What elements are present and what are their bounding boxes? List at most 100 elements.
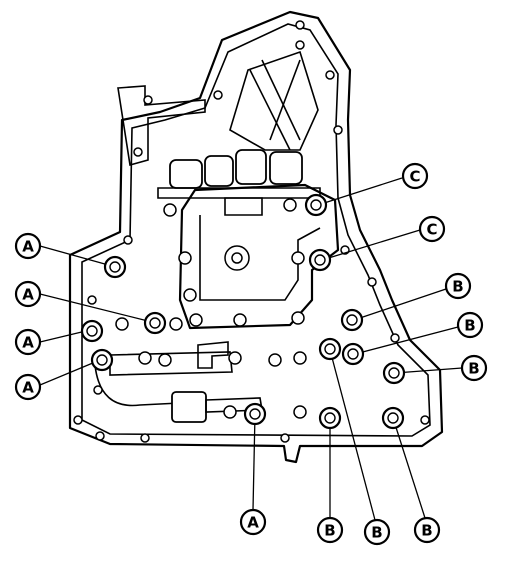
- callout-a1-letter: A: [22, 238, 34, 256]
- mounting-hole: [390, 333, 400, 343]
- callouts: A A A A A C C B: [14, 162, 488, 546]
- mounting-hole: [93, 385, 103, 395]
- solenoid-1: [169, 159, 203, 189]
- callout-a5: A: [239, 508, 267, 536]
- leader-b2: [354, 326, 459, 355]
- upper-left-bracket: [117, 85, 206, 167]
- callout-a5-letter: A: [247, 514, 259, 532]
- upper-linkage: [117, 50, 319, 167]
- callout-c2: C: [418, 215, 446, 243]
- leader-c2: [321, 229, 421, 261]
- linkage-bracket: [229, 50, 319, 151]
- bolt-b5: [318, 406, 342, 430]
- mounting-hole: [291, 251, 305, 265]
- mounting-hole: [189, 313, 203, 327]
- mounting-hole: [115, 317, 129, 331]
- mounting-hole: [223, 405, 237, 419]
- callout-a1: A: [14, 232, 42, 260]
- callout-c1: C: [401, 162, 429, 190]
- callout-b3: B: [460, 354, 488, 382]
- valve-plate-outline: [178, 183, 340, 330]
- solenoid-3: [235, 149, 267, 185]
- mounting-hole: [143, 95, 153, 105]
- bolt-b2: [341, 342, 365, 366]
- solenoid-4: [269, 151, 303, 185]
- mounting-hole: [325, 70, 335, 80]
- mounting-hole: [293, 405, 307, 419]
- bolt-a4: [90, 348, 114, 372]
- leader-a5: [252, 413, 256, 511]
- mounting-hole: [333, 125, 343, 135]
- bolt-a2: [143, 311, 167, 335]
- bolts: [80, 193, 406, 430]
- mounting-hole: [183, 288, 197, 302]
- lower-plate-features: [94, 341, 263, 423]
- linkage-diagonal-2: [261, 59, 301, 141]
- mounting-hole: [140, 433, 150, 443]
- mounting-hole: [163, 203, 177, 217]
- solenoid-base: [157, 187, 321, 199]
- mounting-hole: [295, 20, 305, 30]
- mounting-hole: [213, 90, 223, 100]
- mounting-hole: [95, 431, 105, 441]
- mounting-hole: [169, 317, 183, 331]
- mounting-hole: [280, 433, 290, 443]
- mounting-holes: [73, 20, 430, 443]
- callout-c2-letter: C: [426, 221, 437, 239]
- callout-b4-letter: B: [324, 522, 335, 540]
- linkage-diagonal-3: [269, 59, 301, 141]
- solenoid-row: [157, 149, 321, 199]
- mounting-hole: [420, 415, 430, 425]
- leader-a2: [39, 293, 153, 323]
- lower-solenoid: [171, 391, 207, 423]
- leader-b1: [353, 288, 447, 321]
- bolt-a5: [243, 402, 267, 426]
- bolt-a1: [103, 255, 127, 279]
- callout-a2-letter: A: [22, 286, 34, 304]
- mounting-hole: [268, 353, 282, 367]
- mounting-hole: [123, 235, 133, 245]
- bolt-b4: [382, 361, 406, 385]
- leader-b5: [329, 349, 376, 521]
- housing-outline: [68, 10, 444, 464]
- leader-lines: [39, 177, 463, 521]
- mounting-hole: [133, 147, 143, 157]
- callout-a4: A: [14, 373, 42, 401]
- callout-b2: B: [456, 311, 484, 339]
- mounting-hole: [158, 353, 172, 367]
- bolt-b1: [340, 308, 364, 332]
- mounting-hole: [291, 311, 305, 325]
- callout-b2-letter: B: [464, 317, 475, 335]
- leader-a1: [39, 245, 113, 267]
- lower-channel-1: [109, 351, 233, 376]
- mounting-hole: [233, 313, 247, 327]
- callout-b3-letter: B: [468, 360, 479, 378]
- center-port-inner: [231, 252, 243, 264]
- bolt-a3: [80, 319, 104, 343]
- valve-plate-channel: [199, 215, 321, 301]
- bolt-b6: [381, 406, 405, 430]
- bolt-c2: [308, 248, 332, 272]
- inner-valve-plate: [178, 183, 340, 330]
- mounting-hole: [228, 351, 242, 365]
- callout-a2: A: [14, 280, 42, 308]
- leader-c1: [317, 177, 403, 206]
- lower-channel-2: [94, 364, 201, 407]
- callout-b6-letter: B: [421, 522, 432, 540]
- linkage-diagonal-1: [249, 69, 291, 151]
- mounting-hole: [73, 415, 83, 425]
- callout-c1-letter: C: [409, 168, 420, 186]
- callout-a3: A: [14, 328, 42, 356]
- callout-b1-letter: B: [452, 278, 463, 296]
- mounting-hole: [367, 277, 377, 287]
- callout-b5-letter: B: [371, 524, 382, 542]
- mounting-hole: [178, 251, 192, 265]
- valve-plate-pocket: [224, 197, 263, 216]
- callout-b1: B: [444, 272, 472, 300]
- mounting-hole: [138, 351, 152, 365]
- callout-b5: B: [363, 518, 391, 546]
- leader-b6: [392, 417, 426, 519]
- callout-b4: B: [316, 516, 344, 544]
- mounting-hole: [295, 40, 305, 50]
